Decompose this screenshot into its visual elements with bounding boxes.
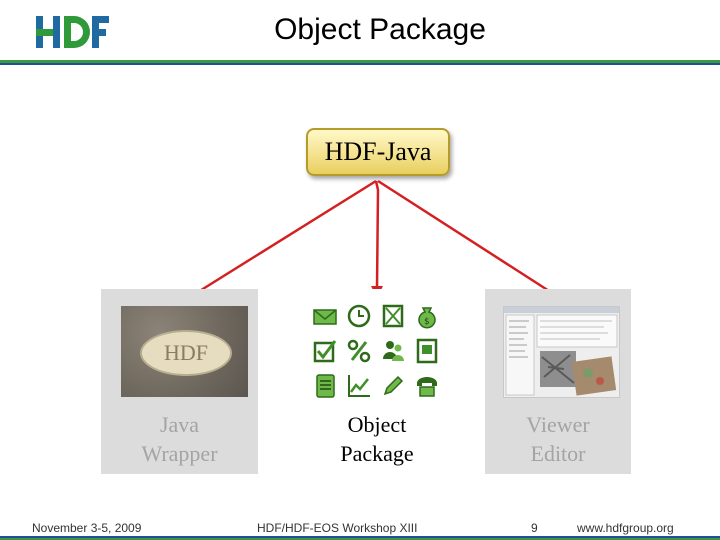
viewer-screenshot-image bbox=[503, 306, 620, 398]
hdf-java-box: HDF-Java bbox=[306, 128, 450, 176]
money-bag-icon: $ bbox=[412, 301, 442, 331]
object-package-caption: Object Package bbox=[292, 410, 462, 468]
svg-text:$: $ bbox=[424, 317, 430, 327]
object-package-panel: $ Object Package bbox=[292, 289, 462, 474]
footer-page-number: 9 bbox=[531, 521, 538, 535]
java-wrapper-caption-line1: Java bbox=[159, 412, 200, 437]
percent-icon bbox=[344, 336, 374, 366]
clock-icon bbox=[344, 301, 374, 331]
object-package-caption-line2: Package bbox=[340, 441, 414, 466]
object-icon-grid: $ bbox=[310, 301, 450, 401]
footer-date: November 3-5, 2009 bbox=[32, 521, 142, 535]
page-title: Object Package bbox=[274, 13, 486, 46]
arrow-to-viewer-editor bbox=[377, 179, 561, 300]
arrow-to-object-package bbox=[374, 180, 380, 289]
hdf-logo bbox=[36, 16, 109, 48]
footer-url: www.hdfgroup.org bbox=[577, 521, 674, 535]
footer-event: HDF/HDF-EOS Workshop XIII bbox=[257, 521, 418, 535]
footer-rule-green bbox=[0, 538, 720, 540]
line-chart-icon bbox=[344, 371, 374, 401]
users-icon bbox=[378, 336, 408, 366]
checkbox-icon bbox=[310, 336, 340, 366]
envelope-icon bbox=[310, 301, 340, 331]
java-wrapper-caption-line2: Wrapper bbox=[141, 441, 218, 466]
notepad-icon bbox=[310, 371, 340, 401]
java-wrapper-caption: Java Wrapper bbox=[101, 410, 258, 468]
header-rule-blue bbox=[0, 63, 720, 65]
java-wrapper-panel: HDF Java Wrapper bbox=[101, 289, 258, 474]
crossed-box-icon bbox=[378, 301, 408, 331]
pencil-icon bbox=[378, 371, 408, 401]
footer-rule-blue bbox=[0, 536, 720, 538]
hdf-oval-badge: HDF bbox=[140, 330, 232, 376]
viewer-editor-panel: Viewer Editor bbox=[485, 289, 631, 474]
telephone-icon bbox=[412, 371, 442, 401]
viewer-editor-caption: Viewer Editor bbox=[485, 410, 631, 468]
viewer-editor-caption-line1: Viewer bbox=[526, 412, 590, 437]
arrow-to-java-wrapper bbox=[189, 179, 377, 299]
viewer-editor-caption-line2: Editor bbox=[530, 441, 586, 466]
header-rule-green bbox=[0, 60, 720, 63]
document-icon bbox=[412, 336, 442, 366]
object-package-caption-line1: Object bbox=[347, 412, 407, 437]
